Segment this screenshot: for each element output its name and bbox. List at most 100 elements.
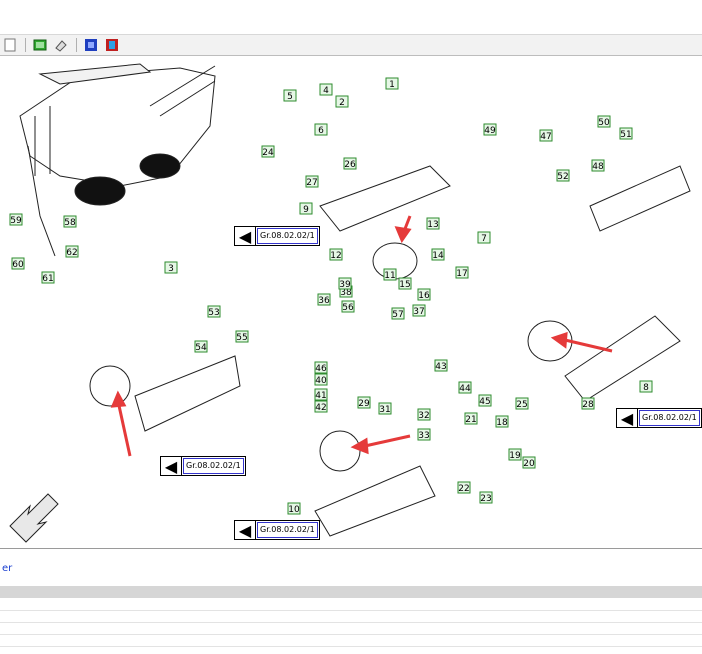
callout-28[interactable]: 28 xyxy=(581,397,595,410)
callout-box[interactable] xyxy=(283,89,297,102)
callout-box[interactable] xyxy=(319,83,333,96)
callout-box[interactable] xyxy=(287,502,301,515)
callout-box[interactable] xyxy=(378,402,392,415)
callout-box[interactable] xyxy=(343,157,357,170)
callout-box[interactable] xyxy=(522,456,536,469)
callout-box[interactable] xyxy=(335,95,349,108)
book-icon[interactable] xyxy=(32,37,48,53)
callout-48[interactable]: 48 xyxy=(591,159,605,172)
callout-box[interactable] xyxy=(455,266,469,279)
callout-box[interactable] xyxy=(261,145,275,158)
callout-box[interactable] xyxy=(63,215,77,228)
callout-62[interactable]: 62 xyxy=(65,245,79,258)
callout-box[interactable] xyxy=(515,397,529,410)
eraser-icon[interactable] xyxy=(53,37,69,53)
callout-box[interactable] xyxy=(417,428,431,441)
callout-60[interactable]: 60 xyxy=(11,257,25,270)
navigate-arrow-icon[interactable] xyxy=(9,493,59,543)
callout-24[interactable]: 24 xyxy=(261,145,275,158)
callout-58[interactable]: 58 xyxy=(63,215,77,228)
callout-box[interactable] xyxy=(299,202,313,215)
callout-51[interactable]: 51 xyxy=(619,127,633,140)
callout-9[interactable]: 9 xyxy=(299,202,313,215)
callout-box[interactable] xyxy=(164,261,178,274)
group-ref-link[interactable]: ◀ Gr.08.02.02/1 xyxy=(234,226,320,246)
callout-box[interactable] xyxy=(65,245,79,258)
callout-box[interactable] xyxy=(508,448,522,461)
callout-box[interactable] xyxy=(478,394,492,407)
table-row[interactable] xyxy=(0,623,702,635)
callout-box[interactable] xyxy=(539,129,553,142)
callout-14[interactable]: 14 xyxy=(431,248,445,261)
table-row[interactable] xyxy=(0,635,702,647)
callout-44[interactable]: 44 xyxy=(458,381,472,394)
callout-61[interactable]: 61 xyxy=(41,271,55,284)
callout-42[interactable]: 42 xyxy=(314,400,328,413)
callout-box[interactable] xyxy=(385,77,399,90)
table-row[interactable] xyxy=(0,599,702,611)
table-row[interactable] xyxy=(0,611,702,623)
callout-52[interactable]: 52 xyxy=(556,169,570,182)
callout-41[interactable]: 41 xyxy=(314,388,328,401)
callout-box[interactable] xyxy=(314,123,328,136)
callout-59[interactable]: 59 xyxy=(9,213,23,226)
callout-box[interactable] xyxy=(235,330,249,343)
group-ref-link[interactable]: ◀ Gr.08.02.02/1 xyxy=(616,408,702,428)
callout-20[interactable]: 20 xyxy=(522,456,536,469)
callout-47[interactable]: 47 xyxy=(539,129,553,142)
callout-box[interactable] xyxy=(457,481,471,494)
callout-box[interactable] xyxy=(495,415,509,428)
callout-8[interactable]: 8 xyxy=(639,380,653,393)
callout-box[interactable] xyxy=(391,307,405,320)
callout-7[interactable]: 7 xyxy=(477,231,491,244)
callout-12[interactable]: 12 xyxy=(329,248,343,261)
callout-box[interactable] xyxy=(398,277,412,290)
callout-box[interactable] xyxy=(639,380,653,393)
callout-31[interactable]: 31 xyxy=(378,402,392,415)
callout-49[interactable]: 49 xyxy=(483,123,497,136)
callout-4[interactable]: 4 xyxy=(319,83,333,96)
callout-box[interactable] xyxy=(314,361,328,374)
group-ref-link[interactable]: ◀ Gr.08.02.02/1 xyxy=(234,520,320,540)
callout-box[interactable] xyxy=(357,396,371,409)
callout-15[interactable]: 15 xyxy=(398,277,412,290)
callout-box[interactable] xyxy=(383,268,397,281)
callout-box[interactable] xyxy=(619,127,633,140)
callout-box[interactable] xyxy=(477,231,491,244)
callout-21[interactable]: 21 xyxy=(464,412,478,425)
callout-box[interactable] xyxy=(417,288,431,301)
callout-box[interactable] xyxy=(317,293,331,306)
callout-box[interactable] xyxy=(591,159,605,172)
group-ref-link[interactable]: ◀ Gr.08.02.02/1 xyxy=(160,456,246,476)
callout-26[interactable]: 26 xyxy=(343,157,357,170)
callout-box[interactable] xyxy=(581,397,595,410)
callout-37[interactable]: 37 xyxy=(412,304,426,317)
callout-box[interactable] xyxy=(41,271,55,284)
callout-19[interactable]: 19 xyxy=(508,448,522,461)
callout-32[interactable]: 32 xyxy=(417,408,431,421)
callout-box[interactable] xyxy=(314,373,328,386)
callout-16[interactable]: 16 xyxy=(417,288,431,301)
callout-50[interactable]: 50 xyxy=(597,115,611,128)
callout-box[interactable] xyxy=(458,381,472,394)
callout-57[interactable]: 57 xyxy=(391,307,405,320)
select-icon[interactable] xyxy=(83,37,99,53)
callout-27[interactable]: 27 xyxy=(305,175,319,188)
callout-11[interactable]: 11 xyxy=(383,268,397,281)
callout-13[interactable]: 13 xyxy=(426,217,440,230)
callout-43[interactable]: 43 xyxy=(434,359,448,372)
callout-box[interactable] xyxy=(556,169,570,182)
callout-23[interactable]: 23 xyxy=(479,491,493,504)
callout-54[interactable]: 54 xyxy=(194,340,208,353)
callout-56[interactable]: 56 xyxy=(341,300,355,313)
callout-25[interactable]: 25 xyxy=(515,397,529,410)
callout-5[interactable]: 5 xyxy=(283,89,297,102)
export-icon[interactable] xyxy=(104,37,120,53)
callout-box[interactable] xyxy=(412,304,426,317)
callout-box[interactable] xyxy=(483,123,497,136)
callout-box[interactable] xyxy=(341,300,355,313)
callout-45[interactable]: 45 xyxy=(478,394,492,407)
callout-29[interactable]: 29 xyxy=(357,396,371,409)
callout-box[interactable] xyxy=(338,277,352,290)
page-icon[interactable] xyxy=(2,37,18,53)
